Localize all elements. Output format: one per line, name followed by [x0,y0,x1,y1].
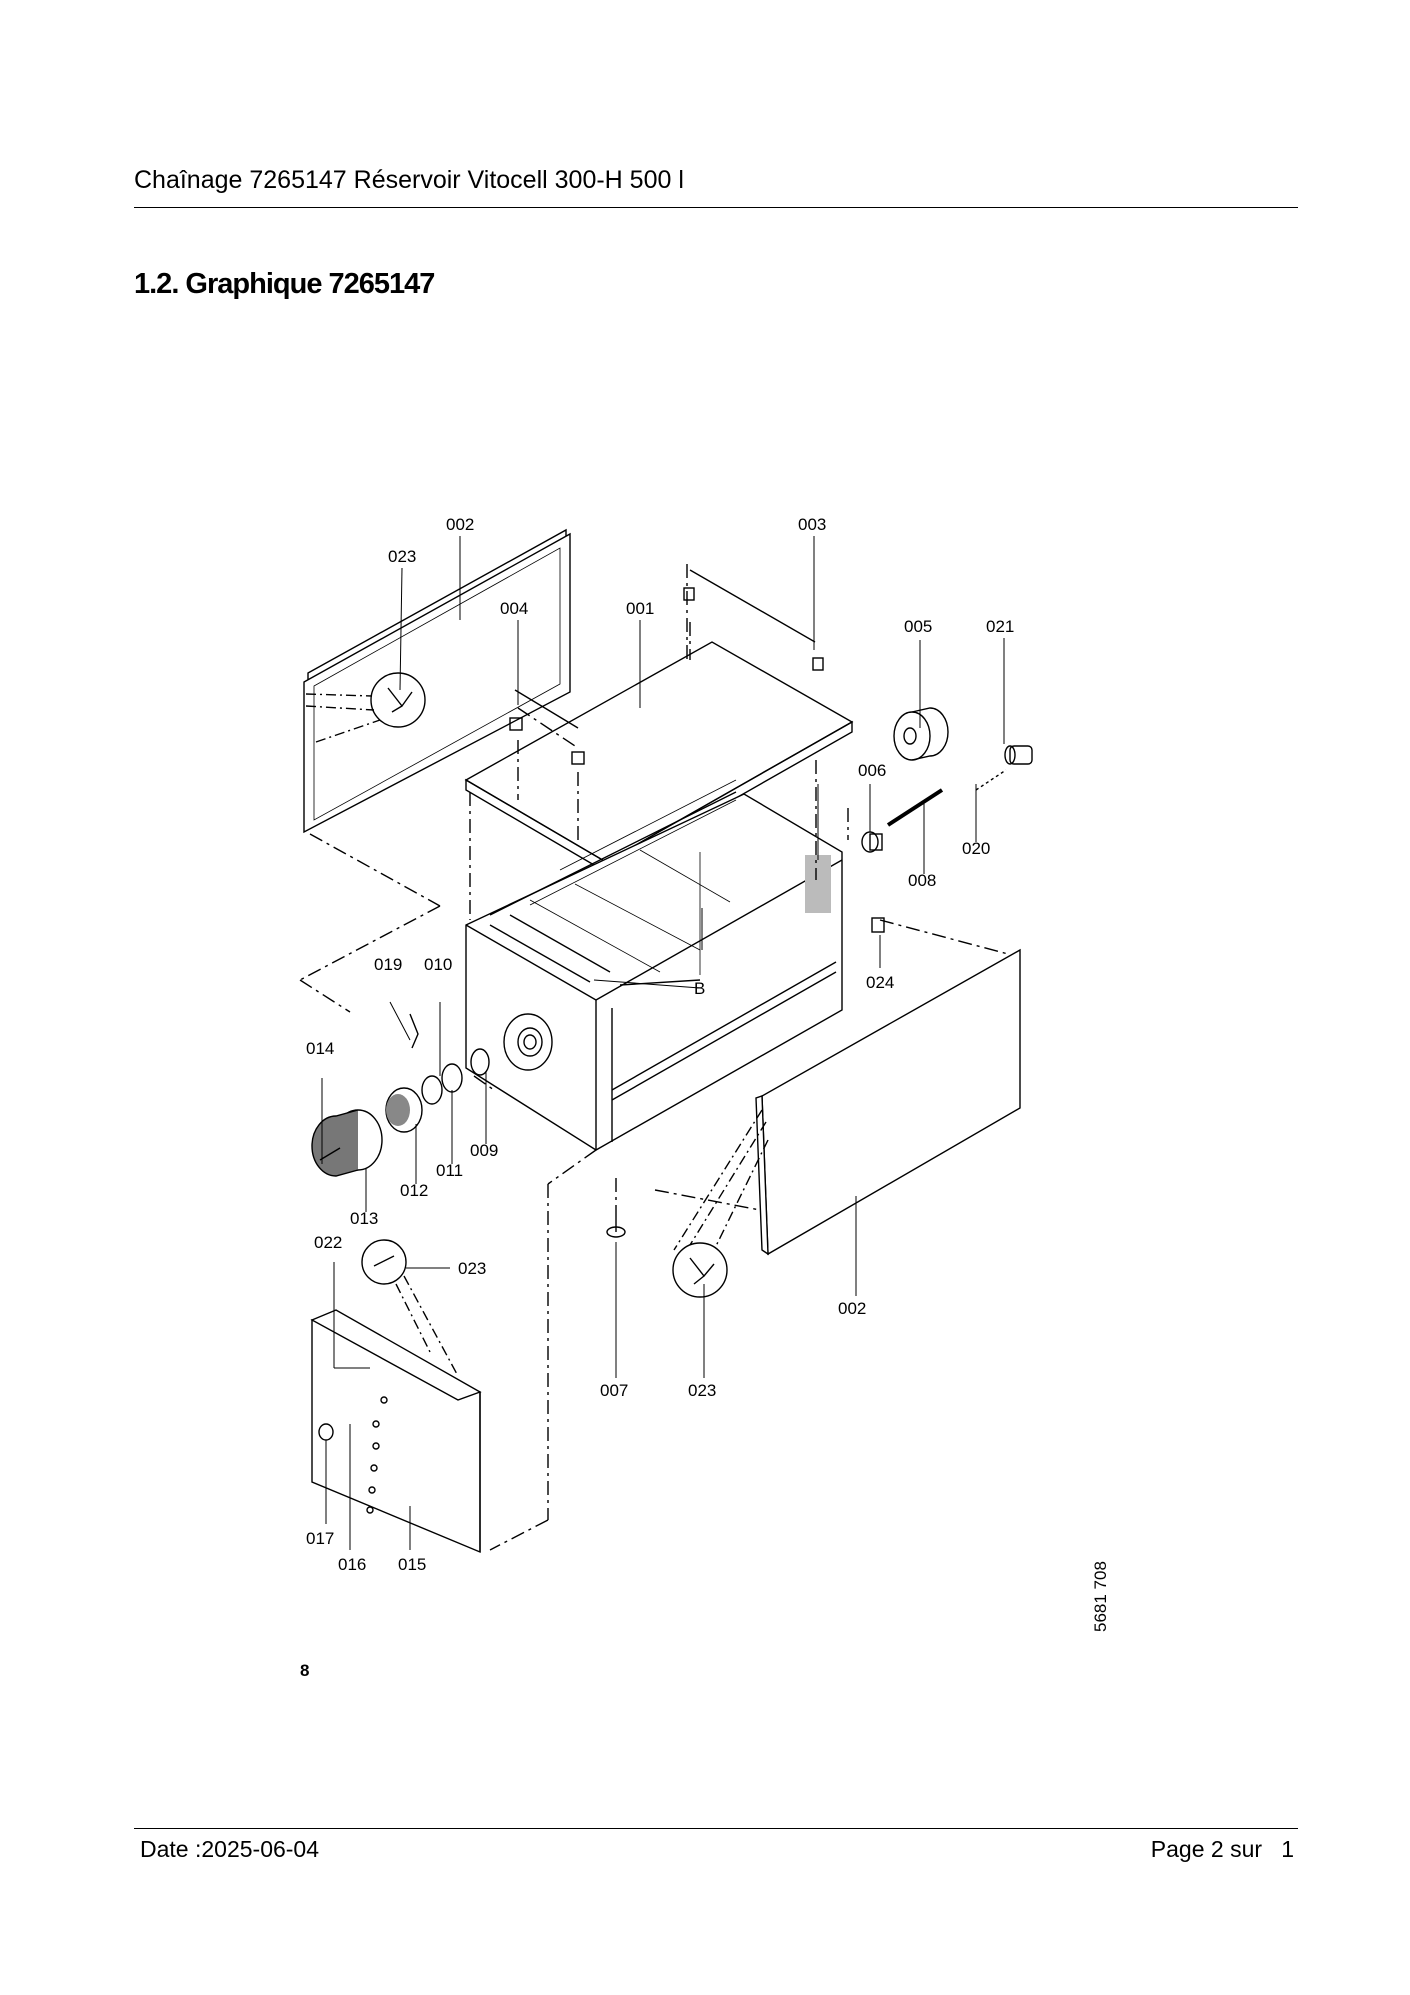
document-header-title: Chaînage 7265147 Réservoir Vitocell 300-… [134,166,684,194]
assembly-lines [299,564,1009,1551]
callout-005: 005 [904,617,932,636]
drawing-number: 5681 708 [1091,1561,1110,1632]
front-panel-015 [310,1309,482,1554]
callout-006: 006 [858,761,886,780]
callout-016: 016 [338,1555,366,1574]
fitting-024 [871,917,885,933]
header-rule [134,207,1298,208]
footer-page-number: Page 2 sur 1 [1150,1836,1294,1862]
footer-rule [134,1828,1298,1829]
callout-001: 001 [626,599,654,618]
callout-021: 021 [986,617,1014,636]
callout-012: 012 [400,1181,428,1200]
fitting-006 [861,831,883,853]
callout-002: 002 [446,515,474,534]
callout-007: 007 [600,1381,628,1400]
tank-frame [465,779,843,1151]
callout-023b: 023 [458,1259,486,1278]
flange-cover-005 [893,707,949,761]
callout-008: 008 [908,871,936,890]
clip-detail-023a [305,672,426,743]
callout-015: 015 [398,1555,426,1574]
callout-009: 009 [470,1141,498,1160]
clip-detail-023b [672,1109,769,1298]
callout-017: 017 [306,1529,334,1548]
callout-023: 023 [388,547,416,566]
callout-014: 014 [306,1039,334,1058]
page-mark: 8 [300,1661,309,1680]
callout-019: 019 [374,955,402,974]
screw-007 [606,1212,626,1238]
callout-labels: 002 023 004 001 003 005 021 006 020 008 … [300,515,1110,1680]
side-panel-002 [755,948,1021,1256]
section-heading: 1.2. Graphique 7265147 [134,268,435,300]
anode-assembly [311,1013,490,1177]
callout-011: 011 [436,1161,463,1180]
callout-002b: 002 [838,1299,866,1318]
footer-date: Date :2025-06-04 [140,1836,320,1862]
cap-021 [1004,745,1033,765]
callout-023c: 023 [688,1381,716,1400]
callout-013: 013 [350,1209,378,1228]
screws-016 [366,1396,388,1514]
callout-020: 020 [962,839,990,858]
callout-022: 022 [314,1233,342,1252]
callout-b: B [694,979,705,998]
callout-024: 024 [866,973,894,992]
callout-004: 004 [500,599,528,618]
callout-010: 010 [424,955,452,974]
callout-003: 003 [798,515,826,534]
clip-detail-023c [361,1239,459,1377]
leader-lines [321,536,1005,1550]
plug-fittings [509,569,824,765]
back-panel-002 [303,528,571,834]
